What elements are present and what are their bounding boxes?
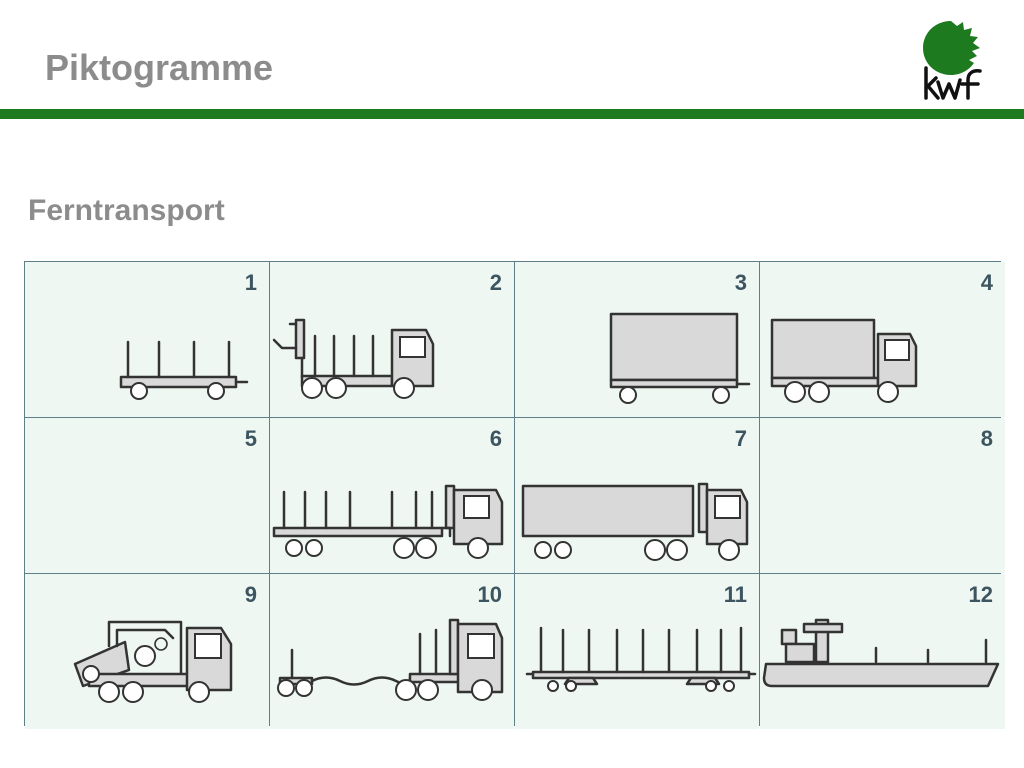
pictogram-number: 5 — [244, 426, 257, 451]
cargo-ship-icon — [762, 618, 1000, 688]
pictogram-grid: 1 2 3 — [24, 261, 1005, 729]
pictogram-cell-11: 11 — [515, 574, 759, 729]
pictogram-number: 2 — [489, 270, 502, 295]
pictogram-cell-7: 7 — [515, 418, 759, 573]
railway-stanchion-wagon-icon — [525, 626, 757, 692]
pictogram-number: 1 — [244, 270, 257, 295]
pictogram-number: 9 — [244, 582, 257, 607]
pictogram-cell-3: 3 — [515, 262, 759, 417]
pictogram-cell-10: 10 — [270, 574, 514, 729]
pictogram-cell-4: 4 — [760, 262, 1005, 417]
header-rule — [0, 109, 1024, 119]
pictogram-cell-12: 12 — [760, 574, 1005, 729]
pictogram-number: 12 — [968, 582, 993, 607]
timber-truck-with-trailer-icon — [272, 484, 504, 559]
pictogram-number: 3 — [734, 270, 747, 295]
timber-truck-with-crane-icon — [272, 318, 435, 399]
pictogram-cell-8: 8 — [760, 418, 1005, 573]
pictogram-number: 4 — [980, 270, 993, 295]
box-trailer-icon — [609, 312, 751, 404]
box-truck-with-trailer-icon — [521, 482, 749, 561]
box-truck-icon — [770, 318, 918, 403]
chip-container-truck-icon — [73, 620, 233, 703]
pictogram-cell-2: 2 — [270, 262, 514, 417]
pictogram-number: 8 — [980, 426, 993, 451]
kwf-logo — [923, 21, 982, 100]
pictogram-number: 11 — [723, 582, 747, 607]
pictogram-cell-9: 9 — [25, 574, 269, 729]
pictogram-number: 7 — [734, 426, 747, 451]
section-subtitle: Ferntransport — [28, 194, 225, 227]
long-timber-truck-icon — [277, 618, 504, 701]
pictogram-number: 6 — [489, 426, 502, 451]
pictogram-cell-5: 5 — [25, 418, 269, 573]
pictogram-cell-6: 6 — [270, 418, 514, 573]
pictogram-number: 10 — [477, 582, 502, 607]
pictogram-cell-1: 1 — [25, 262, 269, 417]
stanchion-trailer-icon — [119, 340, 249, 400]
slide-title: Piktogramme — [45, 47, 274, 88]
